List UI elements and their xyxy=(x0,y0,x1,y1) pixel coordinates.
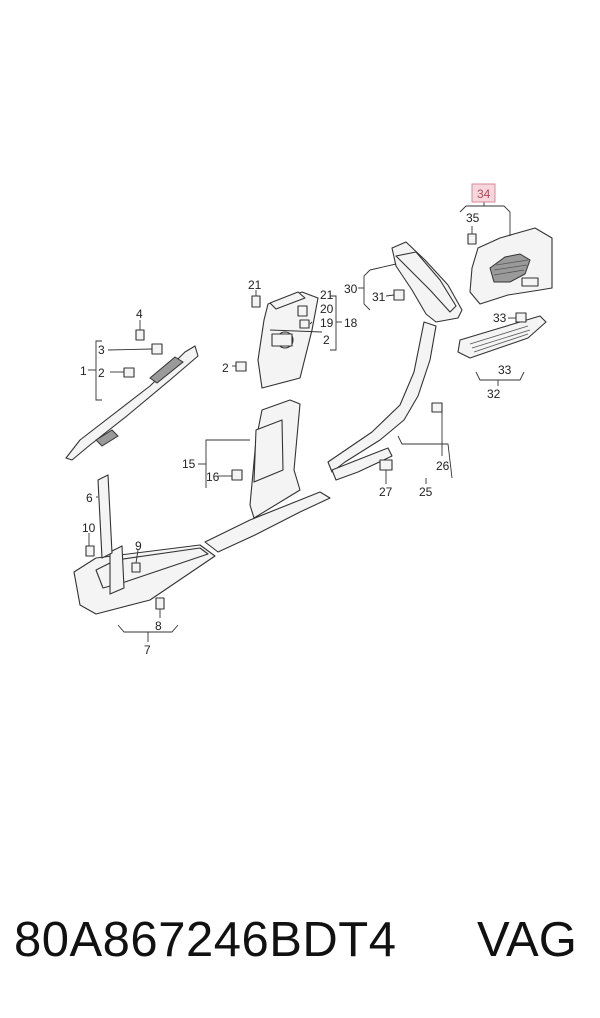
clip-9 xyxy=(131,562,141,573)
b-pillar-lower-flap xyxy=(253,419,284,483)
callout-2-left: 2 xyxy=(98,366,105,380)
callout-34-highlight xyxy=(471,183,496,203)
callout-9: 9 xyxy=(135,539,142,553)
a-pillar-grille xyxy=(149,356,184,384)
tray-ribs xyxy=(469,325,531,353)
callout-labels: 1 2 2 2 3 4 6 7 8 9 10 15 16 18 19 20 21… xyxy=(80,183,512,657)
callout-20: 20 xyxy=(320,302,334,316)
c-pillar-edge xyxy=(395,251,457,313)
callout-10: 10 xyxy=(82,521,96,535)
callout-21-right: 21 xyxy=(320,288,334,302)
front-kick-panel xyxy=(109,545,125,595)
clip-33 xyxy=(515,312,527,323)
clip-19 xyxy=(299,319,310,329)
clip-20 xyxy=(297,305,308,317)
callout-16: 16 xyxy=(206,470,220,484)
callout-2-mid: 2 xyxy=(222,361,229,375)
clip-16 xyxy=(231,469,243,481)
callout-3: 3 xyxy=(98,343,105,357)
clip-27 xyxy=(379,459,393,471)
clip-2a xyxy=(123,367,135,378)
callout-18: 18 xyxy=(344,316,358,330)
callout-6: 6 xyxy=(86,491,93,505)
callout-21-left: 21 xyxy=(248,278,262,292)
callout-26: 26 xyxy=(436,459,450,473)
callout-25: 25 xyxy=(419,485,433,499)
callout-19: 19 xyxy=(320,316,334,330)
clip-31 xyxy=(393,289,405,301)
clip-21a xyxy=(251,295,261,308)
callout-8: 8 xyxy=(155,619,162,633)
fasteners xyxy=(85,233,527,610)
callout-31: 31 xyxy=(372,290,386,304)
callout-7: 7 xyxy=(144,643,151,657)
callout-1: 1 xyxy=(80,364,87,378)
callout-15: 15 xyxy=(182,457,196,471)
a-pillar-grille-lower xyxy=(95,429,119,447)
rear-sill-trim xyxy=(331,447,393,481)
middle-sill-trim xyxy=(204,491,331,553)
luggage-switch xyxy=(521,277,539,287)
rear-wheelarch-trim xyxy=(327,321,437,473)
b-pillar-belt-guide xyxy=(269,291,306,310)
callout-33-upper: 33 xyxy=(493,311,507,325)
callout-2-right: 2 xyxy=(323,333,330,347)
callout-35: 35 xyxy=(466,211,480,225)
callout-4: 4 xyxy=(136,307,143,321)
b-pillar-adjuster xyxy=(271,333,293,347)
leader-lines xyxy=(88,202,525,642)
clip-10 xyxy=(85,545,95,557)
brand-name: VAG xyxy=(477,913,577,967)
callout-33-lower: 33 xyxy=(498,363,512,377)
clip-2b xyxy=(235,361,247,372)
clip-35 xyxy=(467,233,477,245)
callout-34: 34 xyxy=(477,187,491,201)
clip-3 xyxy=(151,343,163,355)
luggage-grille-slats xyxy=(493,259,529,276)
clip-8 xyxy=(155,597,165,610)
callout-27: 27 xyxy=(379,485,393,499)
clip-4 xyxy=(135,329,145,341)
callout-30: 30 xyxy=(344,282,358,296)
callout-32: 32 xyxy=(487,387,501,401)
part-number: 80A867246BDT4 xyxy=(14,913,397,967)
rear-storage-tray xyxy=(457,315,547,359)
clip-26 xyxy=(431,402,443,413)
front-inner-trim xyxy=(97,474,113,559)
